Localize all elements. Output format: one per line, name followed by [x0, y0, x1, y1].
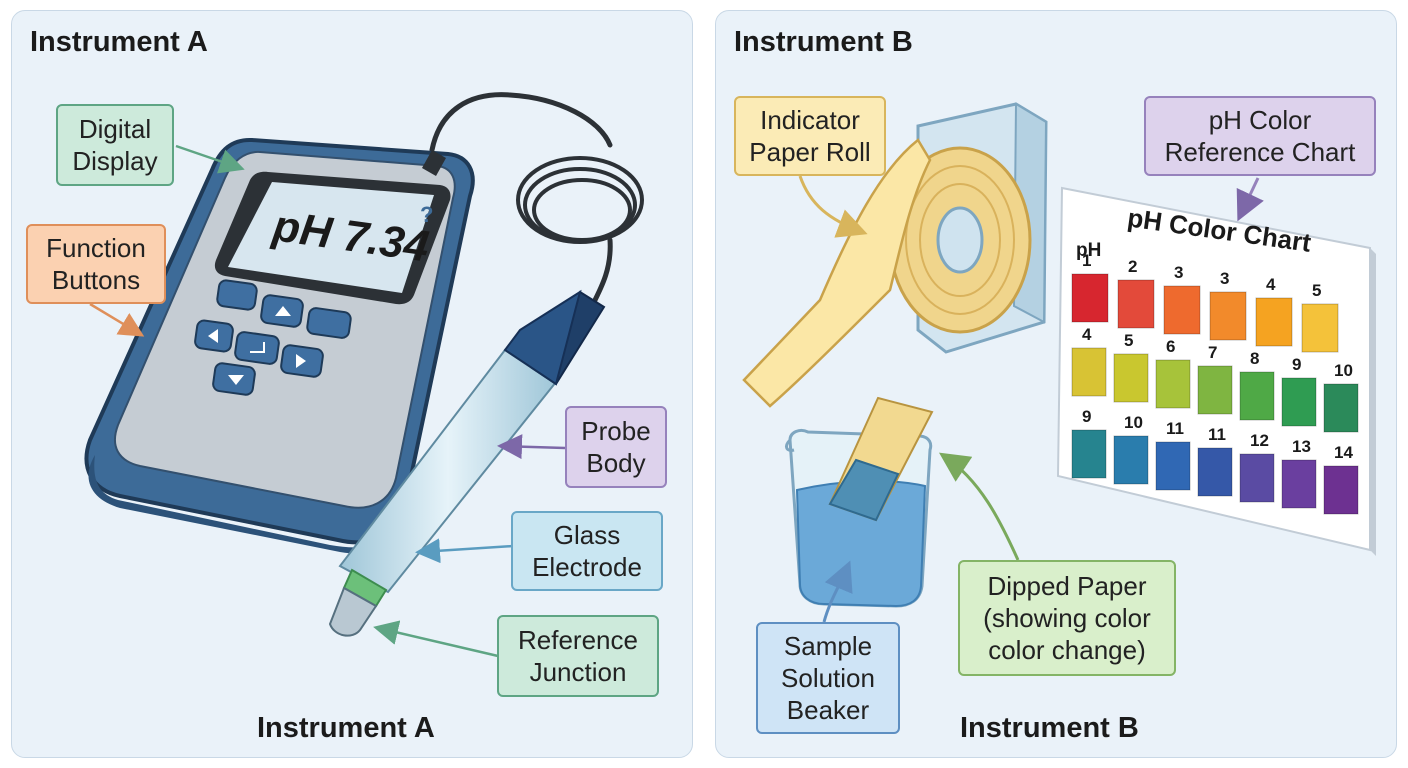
color-chart-swatch: [1323, 383, 1359, 433]
color-chart-number: 13: [1292, 437, 1311, 456]
indicator-paper-roll: [742, 102, 1048, 408]
ph-probe: [328, 150, 606, 637]
color-chart-number: 5: [1312, 281, 1321, 300]
color-chart-swatch: [1117, 279, 1155, 329]
color-chart-number: 14: [1334, 443, 1353, 462]
sample-solution-beaker: [785, 396, 934, 608]
color-chart-swatch: [1209, 291, 1247, 341]
color-chart-swatch: [1071, 273, 1109, 323]
meter-unknown-mark: ?: [420, 202, 433, 227]
instrument-b-caption: Instrument B: [960, 712, 1139, 744]
arrow-reference-junction: [373, 620, 499, 658]
callout-dipped-paper: Dipped Paper (showing color color change…: [958, 560, 1176, 676]
meter-button-left[interactable]: [216, 279, 258, 311]
color-chart-number: 4: [1266, 275, 1276, 294]
instrument-b-title: Instrument B: [734, 26, 913, 58]
color-chart-ph-label: pH: [1076, 240, 1101, 261]
callout-reference-junction: Reference Junction: [497, 615, 659, 697]
instrument-a-caption: Instrument A: [257, 712, 435, 744]
color-chart-number: 4: [1082, 325, 1092, 344]
color-chart-number: 7: [1208, 343, 1217, 362]
color-chart-number: 11: [1208, 425, 1226, 444]
callout-indicator-paper-roll: Indicator Paper Roll: [734, 96, 886, 176]
function-buttons: [194, 279, 352, 396]
color-chart-number: 3: [1174, 263, 1183, 282]
color-chart-swatch: [1239, 371, 1275, 421]
arrow-probe-body: [497, 434, 566, 460]
color-chart-swatch: [1113, 353, 1149, 403]
arrow-sample-solution-beaker: [822, 560, 853, 623]
instrument-a-title: Instrument A: [30, 26, 208, 58]
callout-ph-color-reference-chart: pH Color Reference Chart: [1144, 96, 1376, 176]
callout-digital-display: Digital Display: [56, 104, 174, 186]
arrow-up-icon: [275, 306, 291, 316]
color-chart-swatch: [1301, 303, 1339, 353]
color-chart-number: 10: [1124, 413, 1143, 432]
meter-button-right-top[interactable]: [306, 307, 352, 339]
color-chart-number: 5: [1124, 331, 1133, 350]
arrow-dipped-paper: [939, 452, 1020, 561]
color-chart-swatch: [1197, 447, 1233, 497]
arrow-left-icon: [208, 329, 218, 343]
color-chart-swatch: [1197, 365, 1233, 415]
arrow-indicator-paper-roll: [798, 175, 868, 238]
arrow-glass-electrode: [415, 538, 514, 564]
callout-probe-body: Probe Body: [565, 406, 667, 488]
color-chart-number: 10: [1334, 361, 1353, 380]
color-chart-swatch: [1155, 441, 1191, 491]
color-chart-number: 9: [1082, 407, 1091, 426]
arrow-function-buttons: [89, 302, 145, 337]
callout-function-buttons: Function Buttons: [26, 224, 166, 304]
callout-glass-electrode: Glass Electrode: [511, 511, 663, 591]
color-chart-swatch: [1323, 465, 1359, 515]
color-chart-swatch: [1239, 453, 1275, 503]
arrow-ph-color-reference-chart: [1236, 177, 1264, 222]
color-chart-swatch: [1071, 347, 1107, 397]
color-chart-swatch: [1163, 285, 1201, 335]
color-chart-number: 8: [1250, 349, 1259, 368]
color-chart-number: 11: [1166, 419, 1184, 438]
digital-display: pH 7.34 ?: [214, 171, 451, 305]
color-chart-swatch: [1255, 297, 1293, 347]
color-chart-swatch: [1155, 359, 1191, 409]
color-chart-swatch: [1113, 435, 1149, 485]
arrow-right-icon: [296, 354, 306, 368]
color-chart-number: 3: [1220, 269, 1229, 288]
callout-sample-solution-beaker: Sample Solution Beaker: [756, 622, 900, 734]
color-chart-number: 9: [1292, 355, 1301, 374]
color-chart-number: 6: [1166, 337, 1175, 356]
color-chart-swatch: [1281, 377, 1317, 427]
color-chart-swatch: [1071, 429, 1107, 479]
color-chart-number: 2: [1128, 257, 1137, 276]
enter-icon: [250, 342, 265, 353]
color-chart-swatch: [1281, 459, 1317, 509]
meter-button-enter[interactable]: [234, 331, 280, 365]
color-chart-number: 1: [1082, 251, 1091, 270]
arrow-digital-display: [175, 144, 245, 174]
arrow-down-icon: [228, 375, 244, 385]
color-chart-number: 12: [1250, 431, 1269, 450]
